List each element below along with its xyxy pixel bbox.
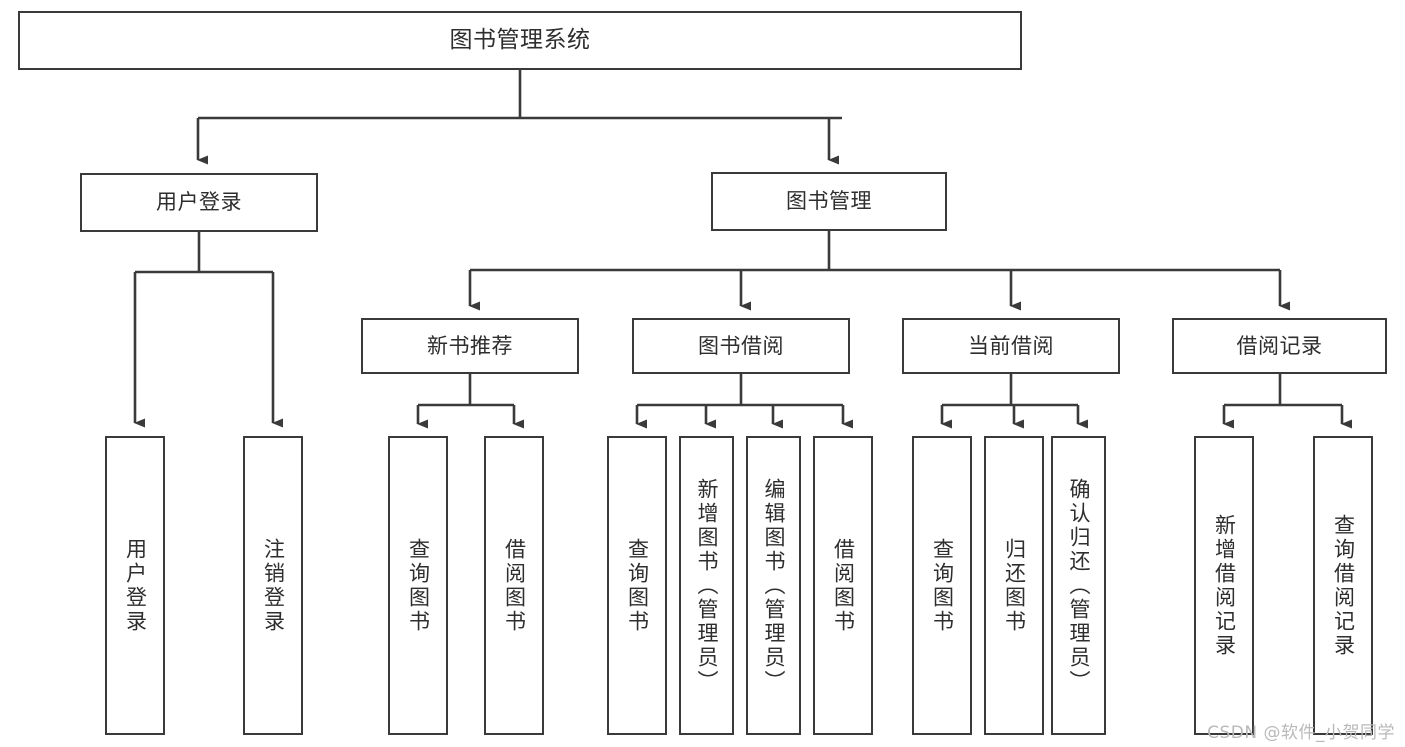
node-book-management-label: 图书管理	[786, 189, 872, 214]
node-current-borrow-label: 当前借阅	[968, 333, 1054, 358]
leaf-newbook-query-label: 查询图书	[406, 537, 431, 634]
leaf-current-confirm-return-label: 确认归还（管理员）	[1067, 477, 1091, 694]
node-current-borrow[interactable]: 当前借阅	[902, 318, 1120, 374]
leaf-current-query-label: 查询图书	[930, 537, 955, 634]
leaf-user-logout[interactable]: 注销登录	[243, 436, 303, 735]
node-book-borrow-label: 图书借阅	[698, 333, 784, 358]
csdn-watermark: CSDN @软件_小贺同学	[1207, 723, 1395, 743]
leaf-borrow-addbook-label: 新增图书（管理员）	[695, 477, 719, 694]
node-new-book-recommend[interactable]: 新书推荐	[361, 318, 579, 374]
node-new-book-recommend-label: 新书推荐	[427, 333, 513, 358]
leaf-current-return-label: 归还图书	[1002, 537, 1027, 634]
node-book-borrow[interactable]: 图书借阅	[632, 318, 850, 374]
leaf-borrow-borrowbook[interactable]: 借阅图书	[813, 436, 873, 735]
leaf-user-login[interactable]: 用户登录	[105, 436, 165, 735]
leaf-borrow-borrowbook-label: 借阅图书	[831, 537, 856, 634]
node-user-login-label: 用户登录	[156, 190, 242, 215]
leaf-user-logout-label: 注销登录	[261, 537, 286, 634]
leaf-record-query[interactable]: 查询借阅记录	[1313, 436, 1373, 735]
leaf-newbook-borrow-label: 借阅图书	[502, 537, 527, 634]
leaf-current-query[interactable]: 查询图书	[912, 436, 972, 735]
node-user-login[interactable]: 用户登录	[80, 173, 318, 232]
node-book-management[interactable]: 图书管理	[711, 172, 947, 231]
node-root[interactable]: 图书管理系统	[18, 11, 1022, 70]
leaf-user-login-label: 用户登录	[123, 537, 148, 634]
leaf-borrow-query-label: 查询图书	[625, 537, 650, 634]
leaf-current-return[interactable]: 归还图书	[984, 436, 1044, 735]
node-borrow-record-label: 借阅记录	[1236, 333, 1323, 358]
leaf-borrow-addbook[interactable]: 新增图书（管理员）	[679, 436, 734, 735]
node-borrow-record[interactable]: 借阅记录	[1172, 318, 1387, 374]
leaf-record-add-label: 新增借阅记录	[1212, 513, 1237, 658]
leaf-record-add[interactable]: 新增借阅记录	[1194, 436, 1254, 735]
leaf-borrow-query[interactable]: 查询图书	[607, 436, 667, 735]
leaf-newbook-query[interactable]: 查询图书	[388, 436, 448, 735]
leaf-borrow-editbook-label: 编辑图书（管理员）	[762, 477, 786, 694]
leaf-current-confirm-return[interactable]: 确认归还（管理员）	[1051, 436, 1106, 735]
leaf-newbook-borrow[interactable]: 借阅图书	[484, 436, 544, 735]
leaf-record-query-label: 查询借阅记录	[1331, 513, 1356, 658]
leaf-borrow-editbook[interactable]: 编辑图书（管理员）	[746, 436, 801, 735]
node-root-label: 图书管理系统	[449, 27, 591, 54]
